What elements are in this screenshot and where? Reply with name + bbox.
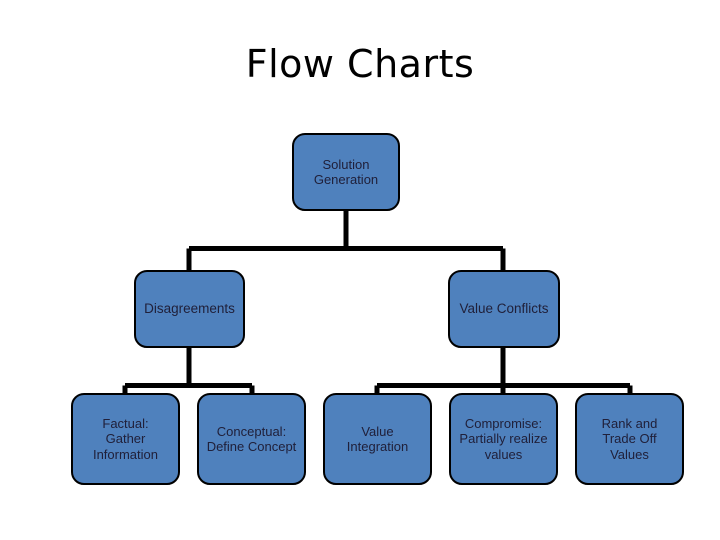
page-title: Flow Charts — [245, 42, 475, 86]
node-disagreements-label: Disagreements — [144, 301, 235, 317]
node-compromise-partially-realize-values[interactable]: Compromise: Partially realize values — [449, 393, 558, 485]
node-rank-and-trade-off-values[interactable]: Rank and Trade Off Values — [575, 393, 684, 485]
node-value-integration[interactable]: Value Integration — [323, 393, 432, 485]
node-compromise-partially-realize-values-label: Compromise: Partially realize values — [459, 416, 548, 462]
node-value-conflicts[interactable]: Value Conflicts — [448, 270, 560, 348]
node-solution-generation-label: Solution Generation — [313, 156, 379, 187]
node-factual-gather-information-label: Factual: Gather Information — [92, 416, 159, 462]
node-value-conflicts-label: Value Conflicts — [459, 301, 549, 317]
node-disagreements[interactable]: Disagreements — [134, 270, 245, 348]
node-rank-and-trade-off-values-label: Rank and Trade Off Values — [601, 416, 658, 462]
node-factual-gather-information[interactable]: Factual: Gather Information — [71, 393, 180, 485]
node-value-integration-label: Value Integration — [346, 423, 409, 454]
node-conceptual-define-concept[interactable]: Conceptual: Define Concept — [197, 393, 306, 485]
node-solution-generation[interactable]: Solution Generation — [292, 133, 400, 211]
node-conceptual-define-concept-label: Conceptual: Define Concept — [206, 423, 297, 454]
